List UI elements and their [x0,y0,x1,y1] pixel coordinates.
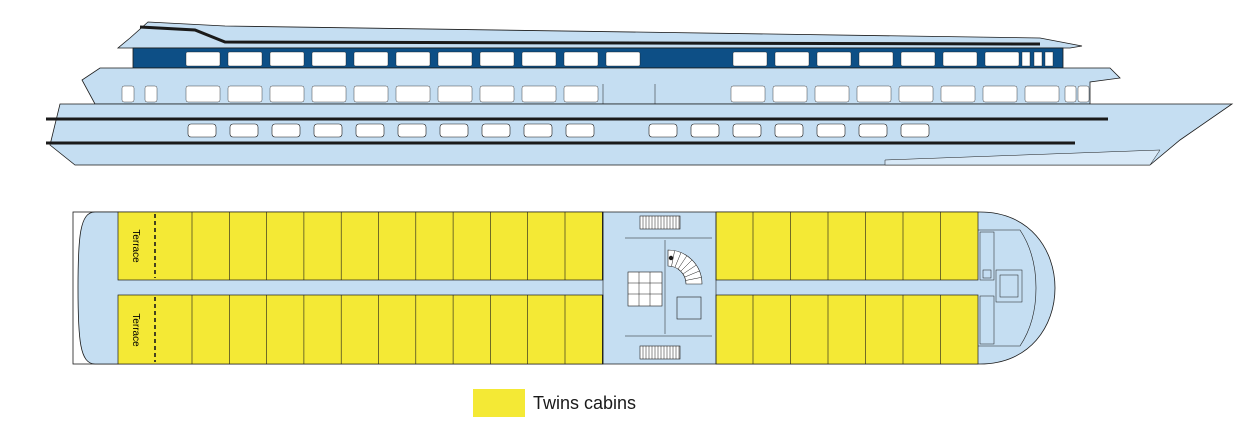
window [1021,51,1031,67]
fwd-cabin-block-upper [715,211,979,281]
window [479,85,515,103]
window [898,85,934,103]
window [858,51,894,67]
window [311,85,347,103]
porthole [187,123,217,138]
window [437,85,473,103]
window [227,51,263,67]
window [269,85,305,103]
porthole [900,123,930,138]
window [353,85,389,103]
porthole [774,123,804,138]
window [942,51,978,67]
window [984,51,1020,67]
porthole [732,123,762,138]
porthole [397,123,427,138]
porthole [229,123,259,138]
window [982,85,1018,103]
cabin-dividers [191,212,941,364]
wheelhouse [978,229,1037,347]
window [1024,85,1060,103]
porthole [816,123,846,138]
window [144,85,158,103]
window [1044,51,1054,67]
window [1064,85,1077,103]
window [437,51,473,67]
window [605,51,641,67]
window [521,51,557,67]
upper-deck-windows [185,51,1054,67]
porthole [271,123,301,138]
window [772,85,808,103]
ship-plan-view: Terrace Terrace [72,211,1056,365]
window [563,51,599,67]
window [732,51,768,67]
legend-label-twins: Twins cabins [533,392,637,413]
spiral-staircase [667,249,703,285]
window [185,51,221,67]
window [730,85,766,103]
window [269,51,305,67]
porthole [858,123,888,138]
window [395,85,431,103]
window [185,85,221,103]
hull-windows [187,123,930,138]
window [521,85,557,103]
window [1077,85,1090,103]
window [1033,51,1043,67]
terrace-label-upper: Terrace [130,229,141,263]
aft-cabin-block-upper [117,211,604,281]
window [774,51,810,67]
central-lobby [602,212,717,364]
window [816,51,852,67]
fwd-cabin-block-lower [715,294,979,365]
window [121,85,135,103]
window [227,85,263,103]
window [353,51,389,67]
lobby-desk [676,296,702,320]
middle-deck-windows [121,84,1090,104]
porthole [439,123,469,138]
legend: Twins cabins [473,388,636,418]
porthole [565,123,595,138]
window [940,85,976,103]
window [856,85,892,103]
window [479,51,515,67]
stairs-bottom [639,345,681,360]
bow-detail [884,149,1161,166]
stairs-top [639,215,681,230]
window [814,85,850,103]
window [900,51,936,67]
sun-deck-stripe [139,25,1041,46]
window [395,51,431,67]
terrace-label-lower: Terrace [130,313,141,347]
window [311,51,347,67]
porthole [313,123,343,138]
porthole [523,123,553,138]
ship-side-view [46,21,1234,166]
porthole [355,123,385,138]
porthole [481,123,511,138]
aft-cabin-block-lower [117,294,604,365]
porthole [690,123,720,138]
window [563,85,599,103]
porthole [648,123,678,138]
legend-swatch-twins [473,389,525,417]
elevator-grid [627,271,663,307]
